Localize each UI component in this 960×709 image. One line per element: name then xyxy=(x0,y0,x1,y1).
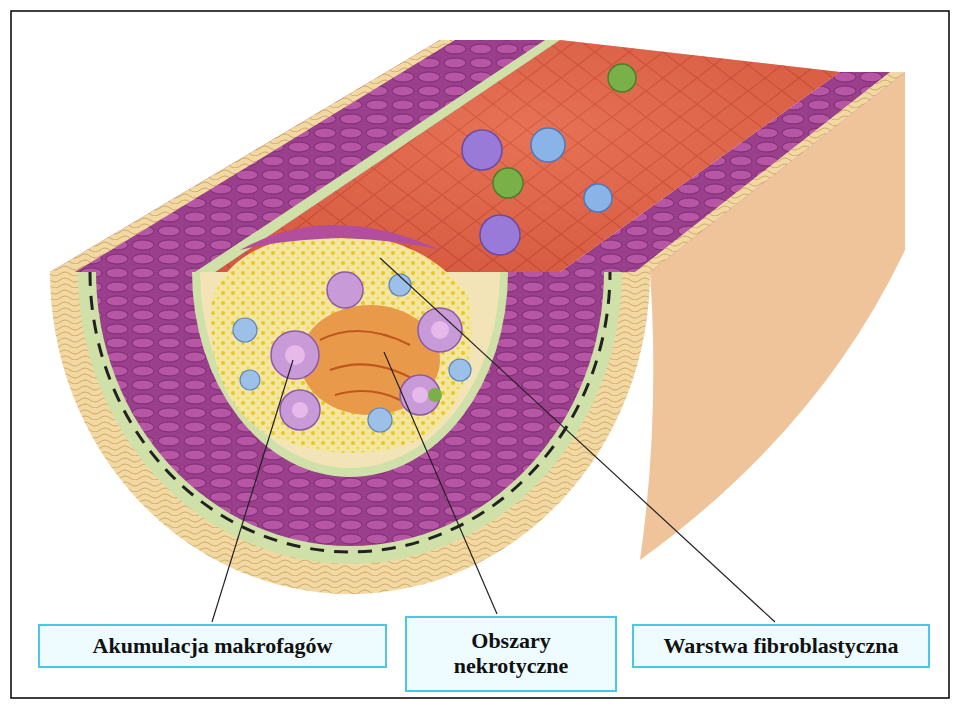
label-box: Warstwa fibroblastyczna xyxy=(632,624,930,668)
label-text: Obszary nekrotyczne xyxy=(437,629,585,678)
label-box: Obszary nekrotyczne xyxy=(405,616,617,692)
label-box: Akumulacja makrofagów xyxy=(38,624,387,668)
label-text: Akumulacja makrofagów xyxy=(93,634,333,659)
label-text: Warstwa fibroblastyczna xyxy=(664,634,899,659)
